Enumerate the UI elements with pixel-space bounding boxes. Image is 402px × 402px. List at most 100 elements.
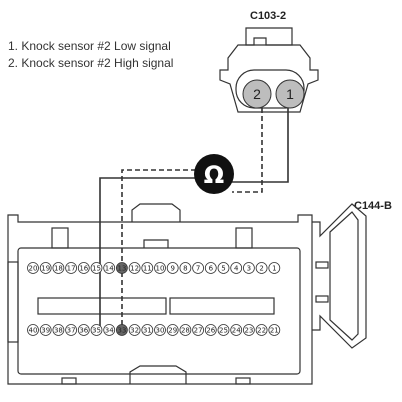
c144-b-pin-20 <box>27 262 39 274</box>
c103-2-pins: 2 1 <box>242 79 305 109</box>
c144-b-pin-18-label: 18 <box>54 265 63 273</box>
c144-b-pin-27 <box>192 324 205 336</box>
c144-b-center-bar-right <box>169 297 275 315</box>
c144-b-pin-16-label: 16 <box>79 265 88 273</box>
c144-b-pin-11 <box>141 262 154 274</box>
c144-b-left-lock <box>51 227 69 249</box>
c144-b-pin-15-label: 15 <box>92 265 101 273</box>
c144-b-pin-7-label: 7 <box>196 265 200 273</box>
c144-b-pin-15 <box>90 262 103 274</box>
c144-b-pin-3 <box>242 262 255 274</box>
c144-b-pin-17-label: 17 <box>67 265 76 273</box>
c144-b-pin-3-label: 3 <box>247 265 251 273</box>
c144-b-pin-9-label: 9 <box>170 265 174 273</box>
c144-b-pin-28 <box>179 324 192 336</box>
c144-b-pin-4 <box>230 262 243 274</box>
c103-2-pin-2-label: 2 <box>253 86 261 102</box>
c144-b-pin-10-label: 10 <box>156 265 165 273</box>
c144-b-pin-38 <box>52 324 65 336</box>
c144-b-pin-7 <box>192 262 205 274</box>
c144-b-foot-right <box>235 377 251 385</box>
c144-b-pin-31 <box>141 324 154 336</box>
c144-b-pin-23 <box>242 324 255 336</box>
c144-b-foot-left <box>61 377 77 385</box>
c144-b-pin-18 <box>52 262 65 274</box>
c144-b-pin-16 <box>77 262 90 274</box>
legend-item-2: 2. Knock sensor #2 High signal <box>8 56 174 70</box>
c144-b-pin-29-label: 29 <box>168 327 177 335</box>
c144-b-pin-37 <box>65 324 77 336</box>
legend-item-1: 1. Knock sensor #2 Low signal <box>8 39 171 53</box>
c144-b-pin-13-label: 13 <box>117 265 126 273</box>
c144-b-pin-2 <box>255 262 268 274</box>
c144-b-pin-29 <box>166 324 179 336</box>
c144-b-pin-23-label: 23 <box>244 327 253 335</box>
c144-b-pin-35 <box>90 324 103 336</box>
c144-b-pin-40-label: 40 <box>29 327 38 335</box>
probe-wire-to-c144-solid <box>99 177 196 326</box>
c144-b-center-bar-left <box>37 297 167 315</box>
c144-b-top-tab <box>131 203 181 222</box>
c103-2-pin-1 <box>275 79 305 109</box>
c144-b-pin-5 <box>217 262 230 274</box>
c144-b-lever-pin-bottom <box>315 295 329 303</box>
c144-b-pin-24-label: 24 <box>232 327 241 335</box>
c144-b-pin-2-label: 2 <box>259 265 263 273</box>
c144-b-pin-30-label: 30 <box>156 327 165 335</box>
c144-b-pin-6 <box>204 262 217 274</box>
c144-b-pin-21-label: 21 <box>270 327 279 335</box>
ohm-symbol: Ω <box>204 161 224 189</box>
c103-2-pin-2 <box>242 79 272 109</box>
c144-b-pin-35-label: 35 <box>92 327 101 335</box>
connector-c144-b-label: C144-B <box>354 200 392 212</box>
c103-2-face <box>235 69 305 109</box>
c144-b-pin-17 <box>65 262 77 274</box>
c144-b-pin-40 <box>27 324 39 336</box>
c144-b-pin-19-label: 19 <box>41 265 50 273</box>
c144-b-outline <box>7 214 313 385</box>
c144-b-pin-9 <box>166 262 179 274</box>
c144-b-pin-34-label: 34 <box>105 327 114 335</box>
c144-b-bottom-notch <box>129 365 187 384</box>
c144-b-pin-36-label: 36 <box>79 327 88 335</box>
probe-wire-to-c144-dashed <box>121 169 196 326</box>
c103-2-latch <box>245 27 293 46</box>
c144-b-pin-20-label: 20 <box>29 265 38 273</box>
c144-b-pin-5-label: 5 <box>221 265 225 273</box>
ohmmeter: Ω <box>194 154 234 194</box>
connector-c103-2 <box>219 27 319 113</box>
c144-b-pin-14 <box>103 262 116 274</box>
c103-2-pin-1-label: 1 <box>286 86 294 102</box>
connector-c103-2-label: C103-2 <box>250 10 287 22</box>
c144-b-pin-27-label: 27 <box>194 327 203 335</box>
c144-b-pin-6-label: 6 <box>209 265 214 273</box>
probe-wire-high <box>232 108 263 193</box>
c144-b-pin-12 <box>128 262 141 274</box>
c144-b-pin-38-label: 38 <box>54 327 63 335</box>
c144-b-pin-36 <box>77 324 90 336</box>
c144-b-pin-12-label: 12 <box>130 265 139 273</box>
c144-b-pin-22-label: 22 <box>257 327 266 335</box>
c144-b-pin-24 <box>230 324 243 336</box>
c144-b-pin-1-label: 1 <box>272 265 276 273</box>
c144-b-pin-30 <box>154 324 166 336</box>
c144-b-right-lock <box>235 227 253 249</box>
c144-b-pin-39-label: 39 <box>41 327 50 335</box>
c144-b-pin-37-label: 37 <box>67 327 76 335</box>
c144-b-pin-31-label: 31 <box>143 327 152 335</box>
c144-b-pin-32 <box>128 324 141 336</box>
c144-b-pin-26 <box>204 324 217 336</box>
c144-b-pin-25 <box>217 324 230 336</box>
ohmmeter-body <box>194 154 234 194</box>
c144-b-pin-32-label: 32 <box>130 327 139 335</box>
c144-b-pin-8-label: 8 <box>183 265 187 273</box>
c144-b-pin-1 <box>268 262 281 274</box>
c144-b-pin-13 <box>116 262 128 274</box>
c103-2-housing <box>219 44 319 113</box>
c144-b-pin-19 <box>39 262 52 274</box>
c144-b-pin-11-label: 11 <box>143 265 152 273</box>
c144-b-pin-33 <box>116 324 128 336</box>
c144-b-pin-28-label: 28 <box>181 327 190 335</box>
